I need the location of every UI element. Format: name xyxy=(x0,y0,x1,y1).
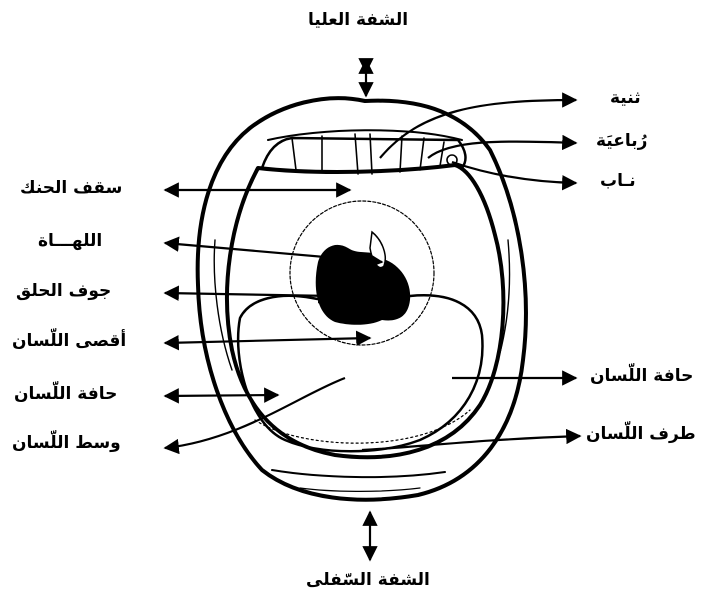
label-lateral-incisor: رُباعيَة xyxy=(596,133,647,150)
arrow-back-of-tongue xyxy=(165,338,370,343)
label-tongue-edge-right: حافة اللّسان xyxy=(590,368,693,385)
label-canine: نـاب xyxy=(600,173,636,190)
label-lower-lip: الشفة السّفلى xyxy=(306,572,430,589)
arrow-pharynx xyxy=(165,293,332,296)
arrow-tongue-edge-left xyxy=(165,395,278,396)
label-palate: سقف الحنك xyxy=(20,180,122,197)
label-tongue-tip: طرف اللّسان xyxy=(586,426,696,443)
label-central-incisor: ثنية xyxy=(610,90,641,107)
label-middle-of-tongue: وسط اللّسان xyxy=(12,435,121,452)
label-back-of-tongue: أقصى اللّسان xyxy=(12,333,126,350)
arrow-tongue-tip xyxy=(362,436,580,450)
arrow-middle-of-tongue xyxy=(165,378,345,448)
arrow-central-incisor xyxy=(380,100,576,158)
label-tongue-edge-left: حافة اللّسان xyxy=(14,386,117,403)
lower-lip-inner xyxy=(272,470,445,477)
label-pharynx: جوف الحلق xyxy=(16,283,111,300)
label-uvula: اللهـــاة xyxy=(38,233,102,250)
label-upper-lip: الشفة العليا xyxy=(308,12,408,29)
